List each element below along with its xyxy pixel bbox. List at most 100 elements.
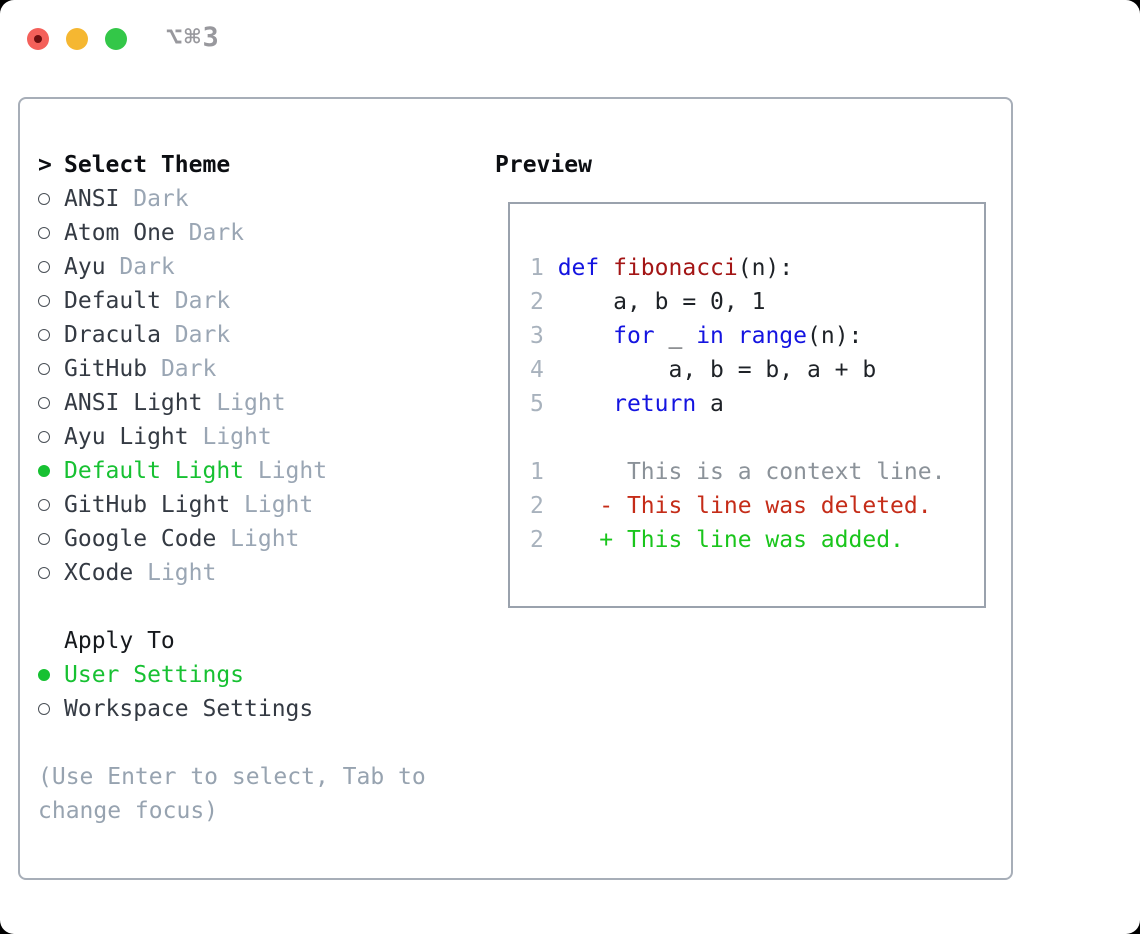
radio-icon [38, 261, 64, 273]
code-line: 5 return a [530, 387, 984, 421]
theme-item-label: Default Light [64, 458, 245, 484]
radio-icon [38, 567, 64, 579]
theme-variant-label: Dark [119, 254, 175, 280]
theme-item-label: XCode [64, 560, 134, 586]
code-token-ln: 2 [530, 289, 558, 315]
code-token-pl: _ [654, 323, 697, 349]
window-title: ⌥⌘3 [166, 22, 221, 53]
radio-selected-icon [38, 669, 64, 681]
radio-icon [38, 703, 64, 715]
code-line [530, 421, 984, 455]
code-token-pl [558, 323, 613, 349]
radio-icon [38, 533, 64, 545]
radio-icon [38, 295, 64, 307]
radio-circle [38, 329, 50, 341]
code-line: 3 for _ in range(n): [530, 319, 984, 353]
apply-option-user-settings[interactable]: User Settings [38, 658, 313, 692]
code-token-pl: a [696, 391, 724, 417]
apply-to-header: Apply To [38, 624, 313, 658]
apply-option-label: Workspace Settings [64, 696, 314, 722]
theme-item-label: Default [64, 288, 161, 314]
radio-circle [38, 397, 50, 409]
code-token-add: + This line was added. [599, 527, 904, 553]
code-token-pl: (n): [807, 323, 863, 349]
code-token-ln: 1 [530, 255, 558, 281]
radio-circle [38, 499, 50, 511]
radio-circle [38, 431, 50, 443]
radio-icon [38, 499, 64, 511]
code-token-ln: 3 [530, 323, 558, 349]
theme-item-default[interactable]: Default Dark [38, 284, 327, 318]
code-token-pl [544, 493, 599, 519]
theme-item-atom-one[interactable]: Atom One Dark [38, 216, 327, 250]
code-token-kw: return [613, 391, 697, 417]
code-token-pl: a, b = 0, 1 [557, 289, 766, 315]
theme-item-label: GitHub Light [64, 492, 231, 518]
theme-item-label: Ayu [64, 254, 106, 280]
code-line: 4 a, b = b, a + b [530, 353, 984, 387]
theme-item-ansi[interactable]: ANSI Dark [38, 182, 327, 216]
zoom-button[interactable] [105, 28, 127, 50]
apply-option-workspace-settings[interactable]: Workspace Settings [38, 692, 313, 726]
preview-header: Preview [495, 152, 592, 178]
theme-variant-label: Dark [160, 356, 217, 382]
focus-caret-icon: > [38, 152, 52, 178]
close-button[interactable] [27, 28, 49, 50]
radio-circle [38, 703, 50, 715]
radio-circle [38, 193, 50, 205]
radio-circle [38, 533, 50, 545]
theme-variant-label: Light [147, 560, 217, 586]
radio-circle [38, 363, 50, 375]
code-token-pl [544, 527, 599, 553]
code-token-pl [724, 323, 738, 349]
code-token-del: - This line was deleted. [599, 493, 932, 519]
theme-item-github-light[interactable]: GitHub Light Light [38, 488, 327, 522]
theme-variant-label: Dark [174, 288, 231, 314]
theme-item-label: Ayu Light [64, 424, 189, 450]
theme-item-xcode[interactable]: XCode Light [38, 556, 327, 590]
code-line: 1 This is a context line. [530, 455, 984, 489]
radio-icon [38, 363, 64, 375]
code-token-kw: for [613, 323, 655, 349]
radio-circle [38, 465, 50, 477]
code-line: 1 def fibonacci(n): [530, 251, 984, 285]
code-token-ln: 4 [530, 357, 558, 383]
radio-circle [38, 669, 50, 681]
theme-item-ayu[interactable]: Ayu Dark [38, 250, 327, 284]
theme-variant-label: Dark [174, 322, 231, 348]
theme-item-label: Google Code [64, 526, 217, 552]
theme-variant-label: Light [230, 526, 300, 552]
code-line: 2 + This line was added. [530, 523, 984, 557]
theme-variant-label: Dark [188, 220, 245, 246]
theme-item-label: Atom One [64, 220, 175, 246]
theme-item-label: ANSI [64, 186, 120, 212]
theme-item-google-code[interactable]: Google Code Light [38, 522, 327, 556]
radio-icon [38, 329, 64, 341]
minimize-button[interactable] [66, 28, 88, 50]
code-token-ctx: This is a context line. [543, 459, 946, 485]
radio-icon [38, 431, 64, 443]
apply-option-label: User Settings [64, 662, 245, 688]
theme-variant-label: Dark [133, 186, 189, 212]
theme-variant-label: Light [244, 492, 314, 518]
code-token-pl [558, 391, 613, 417]
theme-item-label: ANSI Light [64, 390, 203, 416]
code-token-ln: 5 [530, 391, 558, 417]
preview-box: 1 def fibonacci(n): 2 a, b = 0, 1 3 for _ … [508, 202, 986, 608]
radio-icon [38, 227, 64, 239]
radio-circle [38, 227, 50, 239]
code-token-ln: 1 [530, 459, 544, 485]
apply-to-label: Apply To [64, 628, 175, 654]
code-token-ln: 2 [530, 527, 544, 553]
theme-picker-panel [18, 97, 1013, 880]
radio-icon [38, 397, 64, 409]
